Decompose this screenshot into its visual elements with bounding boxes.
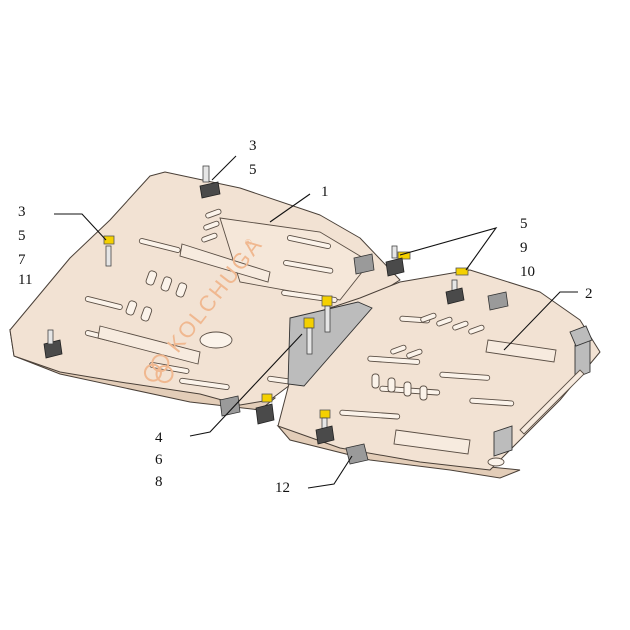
callout-3-5-line-1: 3 [249, 138, 257, 154]
callout-5-9-10-line-1: 5 [520, 216, 528, 232]
central-oval-hole [199, 331, 233, 349]
callout-12-line-1: 12 [275, 480, 290, 496]
leader-lines [54, 155, 578, 489]
callout-1: 1 [321, 184, 329, 200]
callout-5-9-10-line-2: 9 [520, 240, 528, 256]
main-plate-slots [84, 208, 338, 391]
main-skid-plate [9, 171, 401, 411]
callout-2-line-1: 2 [585, 286, 593, 302]
callout-4-6-8-line-1: 4 [155, 430, 163, 446]
rear-plate-slots [339, 312, 515, 420]
fasteners [43, 165, 509, 465]
callout-5-9-10-line-3: 10 [520, 264, 535, 280]
callout-3-5-7-11-line-4: 11 [18, 272, 32, 288]
callout-12: 12 [275, 480, 290, 496]
callout-3-5-7-11: 3 5 7 11 [18, 204, 32, 288]
callout-3-5-line-2: 5 [249, 162, 257, 178]
callout-4-6-8-line-3: 8 [155, 474, 163, 490]
callout-4-6-8-line-2: 6 [155, 452, 163, 468]
watermark-registered: ® [242, 236, 254, 248]
callout-2: 2 [585, 286, 593, 302]
callout-4-6-8: 4 6 8 [155, 430, 163, 490]
callout-3-5-7-11-line-3: 7 [18, 252, 26, 268]
callout-3-5-7-11-line-2: 5 [18, 228, 26, 244]
callout-3-5: 3 5 [249, 138, 257, 178]
callout-3-5-7-11-line-1: 3 [18, 204, 26, 220]
callout-1-line-1: 1 [321, 184, 329, 200]
callout-5-9-10: 5 9 10 [520, 216, 535, 280]
